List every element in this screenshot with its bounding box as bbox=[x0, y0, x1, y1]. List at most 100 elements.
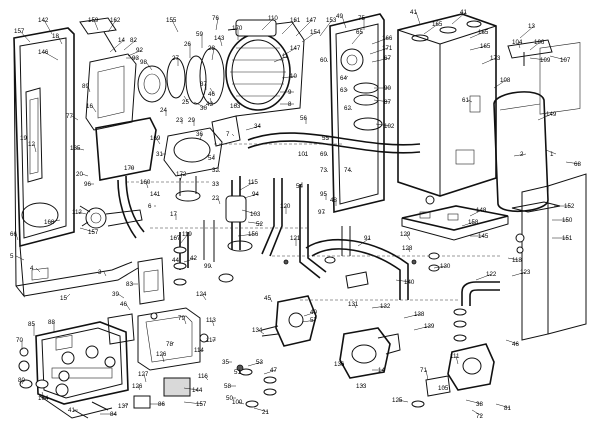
part-callout-47: 47 bbox=[270, 367, 277, 374]
leader-line bbox=[397, 399, 409, 403]
part-callout-152: 152 bbox=[564, 203, 575, 210]
leader-line bbox=[481, 57, 497, 65]
leader-line bbox=[91, 105, 97, 113]
burner-fan bbox=[163, 115, 241, 202]
part-callout-51: 51 bbox=[234, 369, 241, 376]
part-callout-67: 67 bbox=[384, 55, 391, 62]
leader-line bbox=[21, 379, 25, 385]
leader-line bbox=[239, 181, 255, 191]
part-callout-172: 172 bbox=[176, 171, 187, 178]
part-callout-31: 31 bbox=[156, 151, 163, 158]
leader-line bbox=[495, 403, 511, 409]
right-pipes bbox=[425, 281, 500, 397]
leader-line bbox=[353, 303, 357, 309]
part-callout-42: 42 bbox=[190, 255, 197, 262]
part-callout-158: 158 bbox=[468, 219, 479, 226]
part-callout-64: 64 bbox=[340, 75, 347, 82]
leader-line bbox=[303, 311, 317, 317]
part-callout-20: 20 bbox=[76, 171, 83, 178]
part-callout-159: 159 bbox=[88, 17, 99, 24]
part-callout-71: 71 bbox=[420, 367, 427, 374]
leader-line bbox=[467, 99, 473, 103]
part-callout-83: 83 bbox=[126, 281, 133, 288]
part-callout-112: 112 bbox=[72, 209, 82, 216]
part-callout-37: 37 bbox=[200, 81, 207, 88]
part-callout-91: 91 bbox=[364, 235, 371, 242]
leader-line bbox=[325, 153, 329, 157]
leader-line bbox=[183, 401, 203, 405]
part-callout-19: 19 bbox=[20, 135, 27, 142]
part-callout-151: 151 bbox=[562, 235, 573, 242]
part-callout-66: 66 bbox=[10, 231, 17, 238]
part-callout-133: 133 bbox=[356, 383, 367, 390]
part-callout-109: 109 bbox=[540, 57, 551, 64]
leader-line bbox=[273, 55, 289, 63]
part-callout-118: 118 bbox=[512, 257, 522, 264]
part-callout-143: 143 bbox=[214, 35, 225, 42]
leader-line bbox=[507, 257, 519, 261]
control-panel bbox=[35, 321, 129, 419]
part-callout-28: 28 bbox=[208, 45, 215, 52]
leader-line bbox=[199, 133, 203, 141]
part-callout-74: 74 bbox=[344, 167, 351, 174]
part-callout-102: 102 bbox=[384, 123, 395, 130]
part-callout-161: 161 bbox=[290, 17, 301, 24]
part-callout-131: 131 bbox=[348, 301, 359, 308]
part-callout-26: 26 bbox=[184, 41, 191, 48]
leader-line bbox=[179, 173, 183, 183]
part-callout-165: 165 bbox=[480, 43, 491, 50]
part-callout-41: 41 bbox=[460, 9, 467, 16]
heat-exchanger bbox=[137, 19, 305, 117]
leader-line bbox=[301, 31, 317, 43]
part-callout-2: 2 bbox=[520, 151, 524, 158]
leader-line bbox=[217, 169, 221, 173]
part-callout-154: 154 bbox=[310, 29, 321, 36]
leader-line bbox=[211, 47, 215, 61]
part-callout-106: 106 bbox=[534, 39, 545, 46]
part-callout-170: 170 bbox=[124, 165, 135, 172]
rear-frame bbox=[397, 13, 497, 197]
part-callout-9: 9 bbox=[288, 89, 292, 96]
leader-line bbox=[373, 99, 391, 103]
leader-line bbox=[75, 147, 85, 151]
leader-line bbox=[175, 235, 179, 239]
part-callout-32: 32 bbox=[212, 167, 219, 174]
side-panel bbox=[329, 13, 385, 214]
central-pipework bbox=[126, 132, 500, 301]
part-callout-121: 121 bbox=[290, 235, 301, 242]
leader-line bbox=[281, 75, 297, 79]
leader-line bbox=[529, 41, 541, 51]
leader-line bbox=[247, 361, 263, 367]
leader-line bbox=[469, 45, 487, 51]
part-callout-56: 56 bbox=[300, 115, 307, 122]
part-callout-136: 136 bbox=[334, 361, 345, 368]
part-callout-58: 58 bbox=[224, 383, 231, 390]
leader-line bbox=[545, 149, 557, 155]
leader-line bbox=[137, 385, 141, 391]
leader-line bbox=[237, 401, 245, 405]
leader-line bbox=[357, 237, 371, 247]
leader-line bbox=[57, 35, 63, 45]
leader-line bbox=[245, 125, 261, 131]
part-callout-92: 92 bbox=[136, 47, 143, 54]
part-callout-125: 125 bbox=[392, 397, 403, 404]
leader-line bbox=[281, 47, 297, 57]
part-callout-17: 17 bbox=[170, 211, 177, 218]
leader-line bbox=[469, 31, 485, 39]
leader-line bbox=[257, 329, 265, 335]
leader-line bbox=[349, 107, 353, 111]
part-callout-60: 60 bbox=[320, 57, 327, 64]
part-callout-116: 116 bbox=[198, 373, 208, 380]
part-callout-111: 111 bbox=[450, 353, 460, 360]
part-callout-59: 59 bbox=[196, 31, 203, 38]
leader-line bbox=[237, 233, 255, 237]
part-callout-65: 65 bbox=[356, 29, 363, 36]
part-callout-137: 137 bbox=[118, 403, 129, 410]
part-callout-126: 126 bbox=[156, 351, 167, 358]
leader-line bbox=[263, 369, 277, 375]
leader-line bbox=[269, 297, 273, 303]
leader-line bbox=[183, 317, 187, 325]
leader-line bbox=[219, 37, 223, 47]
part-callout-54: 54 bbox=[208, 155, 215, 162]
leader-line bbox=[403, 313, 421, 319]
